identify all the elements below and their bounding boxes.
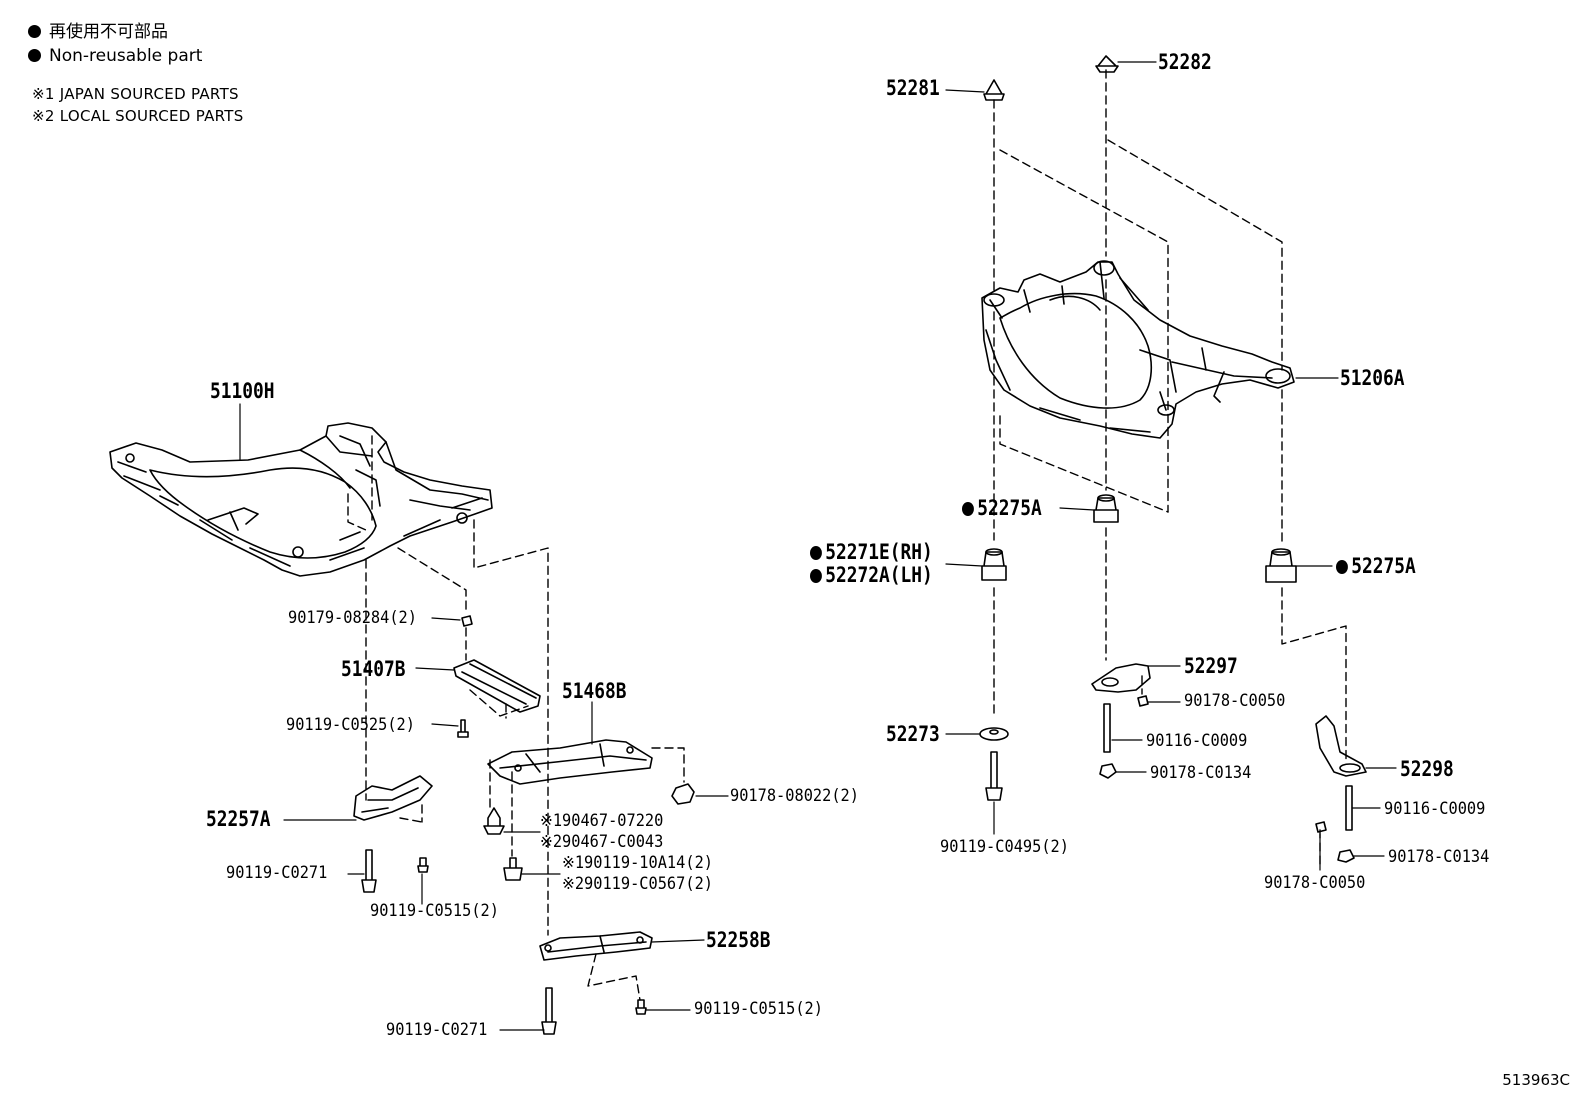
label-90116-c0009-b: 90116-C0009 <box>1384 799 1486 819</box>
non-reusable-dot-icon <box>810 546 822 560</box>
note-japan-sourced: ※1 JAPAN SOURCED PARTS <box>32 85 239 103</box>
label-52275a-right-text: 52275A <box>1351 554 1416 578</box>
label-90178-08022: 90178-08022(2) <box>730 786 859 806</box>
label-52275a-upper: 52275A <box>962 497 1042 519</box>
label-90119-10a14: ※190119-10A14(2) <box>562 853 714 873</box>
label-90119-c0515-a: 90119-C0515(2) <box>370 901 499 921</box>
cover-51407b-illustration <box>453 659 541 713</box>
label-90119-c0567: ※290119-C0567(2) <box>562 874 714 894</box>
diagram-id: 513963C <box>1502 1071 1570 1089</box>
non-reusable-dot-icon <box>1336 560 1348 574</box>
label-90179-08284: 90179-08284(2) <box>288 608 417 628</box>
label-52273: 52273 <box>886 722 940 746</box>
brace-52258b-illustration <box>539 931 653 961</box>
note-local-sourced: ※2 LOCAL SOURCED PARTS <box>32 107 244 125</box>
front-crossmember-illustration <box>109 422 493 577</box>
brace-52257a-illustration <box>353 775 433 821</box>
rear-leader-lines <box>945 61 1397 871</box>
label-90467-c0043: ※290467-C0043 <box>540 832 664 852</box>
label-52298: 52298 <box>1400 757 1454 781</box>
legend-text-en: Non-reusable part <box>49 46 203 66</box>
cover-51468b-illustration <box>487 739 653 785</box>
label-52271e-text: 52271E(RH) <box>825 540 933 564</box>
label-52272a-text: 52272A(LH) <box>825 563 933 587</box>
front-leader-lines <box>239 403 729 1031</box>
label-90178-c0134-a: 90178-C0134 <box>1150 763 1252 783</box>
non-reusable-dot-icon <box>962 502 974 516</box>
label-90119-c0271-a: 90119-C0271 <box>226 863 328 883</box>
legend-non-reusable-jp: 再使用不可部品 <box>28 22 168 42</box>
rear-assembly-lines <box>993 69 1347 865</box>
label-51206a: 51206A <box>1340 366 1405 390</box>
label-52297: 52297 <box>1184 654 1238 678</box>
filled-dot-icon <box>28 49 41 62</box>
label-90178-c0050-a: 90178-C0050 <box>1184 691 1286 711</box>
label-52271e: 52271E(RH) <box>810 541 933 563</box>
label-90178-c0134-b: 90178-C0134 <box>1388 847 1490 867</box>
label-52272a: 52272A(LH) <box>810 564 933 586</box>
label-51100h: 51100H <box>210 379 275 403</box>
label-52258b: 52258B <box>706 928 771 952</box>
label-90178-c0050-b: 90178-C0050 <box>1264 873 1366 893</box>
label-90116-c0009-a: 90116-C0009 <box>1146 731 1248 751</box>
filled-dot-icon <box>28 25 41 38</box>
legend-non-reusable-en: Non-reusable part <box>28 46 202 66</box>
label-52275a-upper-text: 52275A <box>977 496 1042 520</box>
legend-text-jp: 再使用不可部品 <box>49 22 168 42</box>
label-52275a-right: 52275A <box>1336 555 1416 577</box>
label-90119-c0271-b: 90119-C0271 <box>386 1020 488 1040</box>
front-assembly-lines <box>347 435 685 1001</box>
label-90119-c0495: 90119-C0495(2) <box>940 837 1069 857</box>
label-52281: 52281 <box>886 76 940 100</box>
label-90467-07220: ※190467-07220 <box>540 811 664 831</box>
label-90119-c0515-b: 90119-C0515(2) <box>694 999 823 1019</box>
label-51407b: 51407B <box>341 657 406 681</box>
label-51468b: 51468B <box>562 679 627 703</box>
label-52282: 52282 <box>1158 50 1212 74</box>
label-52257a: 52257A <box>206 807 271 831</box>
label-90119-c0525: 90119-C0525(2) <box>286 715 415 735</box>
non-reusable-dot-icon <box>810 569 822 583</box>
rear-crossmember-illustration <box>981 260 1295 439</box>
